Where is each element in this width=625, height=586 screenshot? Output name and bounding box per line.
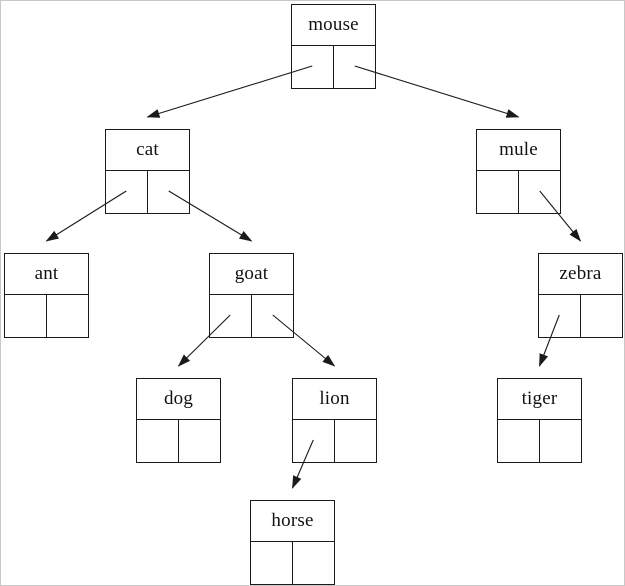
- left-pointer-cell: [292, 46, 334, 88]
- left-pointer-cell: [5, 295, 47, 337]
- node-label-dog: dog: [137, 379, 220, 420]
- node-label-horse: horse: [251, 501, 334, 542]
- pointer-cells-zebra: [539, 295, 622, 337]
- tree-node-lion: lion: [292, 378, 377, 463]
- left-pointer-cell: [498, 420, 540, 462]
- left-pointer-cell: [293, 420, 335, 462]
- tree-node-ant: ant: [4, 253, 89, 338]
- pointer-cells-cat: [106, 171, 189, 213]
- node-label-ant: ant: [5, 254, 88, 295]
- right-pointer-cell: [540, 420, 581, 462]
- tree-node-dog: dog: [136, 378, 221, 463]
- node-label-tiger: tiger: [498, 379, 581, 420]
- node-label-cat: cat: [106, 130, 189, 171]
- right-pointer-cell: [179, 420, 220, 462]
- right-pointer-cell: [519, 171, 560, 213]
- right-pointer-cell: [148, 171, 189, 213]
- pointer-cells-goat: [210, 295, 293, 337]
- right-pointer-cell: [334, 46, 375, 88]
- node-label-zebra: zebra: [539, 254, 622, 295]
- tree-node-mouse: mouse: [291, 4, 376, 89]
- right-pointer-cell: [252, 295, 293, 337]
- tree-node-mule: mule: [476, 129, 561, 214]
- pointer-cells-tiger: [498, 420, 581, 462]
- pointer-cells-mouse: [292, 46, 375, 88]
- pointer-cells-ant: [5, 295, 88, 337]
- left-pointer-cell: [477, 171, 519, 213]
- left-pointer-cell: [539, 295, 581, 337]
- node-label-goat: goat: [210, 254, 293, 295]
- pointer-cells-mule: [477, 171, 560, 213]
- left-pointer-cell: [251, 542, 293, 584]
- pointer-cells-horse: [251, 542, 334, 584]
- node-label-mule: mule: [477, 130, 560, 171]
- tree-node-goat: goat: [209, 253, 294, 338]
- tree-node-cat: cat: [105, 129, 190, 214]
- right-pointer-cell: [47, 295, 88, 337]
- node-label-mouse: mouse: [292, 5, 375, 46]
- pointer-cells-dog: [137, 420, 220, 462]
- tree-node-tiger: tiger: [497, 378, 582, 463]
- right-pointer-cell: [581, 295, 622, 337]
- left-pointer-cell: [210, 295, 252, 337]
- right-pointer-cell: [335, 420, 376, 462]
- right-pointer-cell: [293, 542, 334, 584]
- pointer-cells-lion: [293, 420, 376, 462]
- tree-node-horse: horse: [250, 500, 335, 585]
- left-pointer-cell: [106, 171, 148, 213]
- node-label-lion: lion: [293, 379, 376, 420]
- left-pointer-cell: [137, 420, 179, 462]
- tree-node-zebra: zebra: [538, 253, 623, 338]
